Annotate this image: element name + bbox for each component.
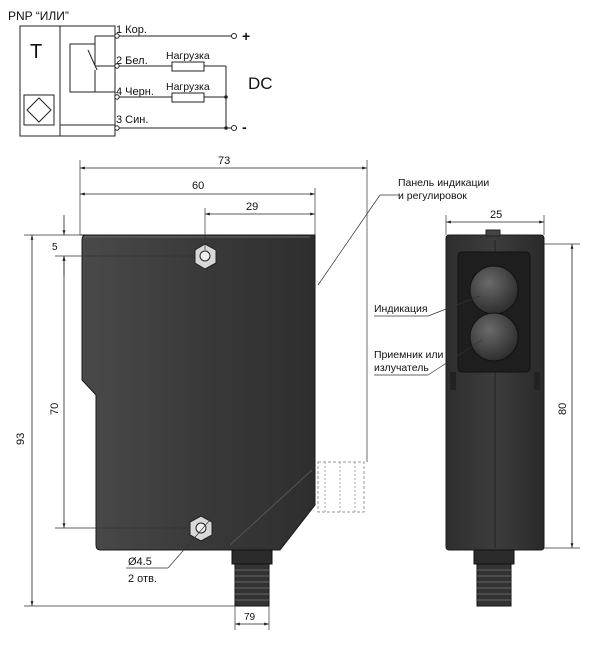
dim-70: 70	[49, 403, 61, 415]
m12-connector-side	[473, 549, 515, 607]
dim-93: 93	[15, 433, 27, 445]
load-resistor-1	[171, 61, 205, 72]
sensor-body	[80, 234, 316, 551]
receiver-lens	[469, 312, 519, 362]
dim-60: 60	[192, 180, 204, 192]
switch-contacts	[69, 36, 98, 93]
sensor-block	[19, 25, 116, 137]
t-label: T	[30, 41, 42, 63]
schematic-title: PNP “ИЛИ”	[8, 9, 69, 23]
load-1-label: Нагрузка	[166, 50, 210, 62]
callouts: Панель индикации и регулировок Индикация…	[317, 177, 489, 376]
pin-4-label: 4 Черн.	[116, 86, 154, 98]
front-view	[80, 234, 365, 607]
indication-lens	[469, 265, 519, 315]
receiver-callout-line1: Приемник или	[374, 349, 443, 361]
dim-80: 80	[557, 403, 569, 415]
hole-diameter: Ø4.5	[128, 556, 152, 568]
pin-2-label: 2 Бел.	[116, 55, 148, 67]
dim-25: 25	[490, 209, 502, 221]
side-view	[445, 229, 545, 607]
mounting-hole-top	[194, 243, 217, 270]
dimension-lines: 73 60 29 5 70 93 79 Ø4.5 2 отв.	[15, 155, 580, 630]
receiver-callout-line2: излучатель	[374, 362, 429, 374]
load-2-label: Нагрузка	[166, 81, 210, 93]
pin-1-label: 1 Кор.	[116, 24, 147, 36]
mounting-hole-bottom	[189, 515, 213, 542]
minus-sign: -	[242, 119, 247, 135]
hole-count: 2 отв.	[128, 573, 157, 585]
m12-connector-front	[231, 549, 273, 607]
dim-5: 5	[52, 242, 58, 253]
wiring-schematic: PNP “ИЛИ” T 1 Кор. 2 Бел. 4 Черн. 3 Син.…	[8, 9, 273, 137]
dim-73: 73	[218, 155, 230, 167]
plus-sign: +	[242, 28, 250, 44]
panel-callout-line1: Панель индикации	[398, 177, 489, 189]
pin-3-label: 3 Син.	[116, 114, 148, 126]
dim-29: 29	[246, 201, 258, 213]
indication-callout: Индикация	[374, 303, 428, 315]
dim-79: 79	[244, 612, 256, 623]
dc-label: DC	[248, 74, 273, 93]
alt-connector-outline	[317, 461, 365, 513]
panel-callout-line2: и регулировок	[398, 190, 467, 202]
load-resistor-2	[171, 92, 205, 103]
proximity-icon	[23, 94, 55, 126]
